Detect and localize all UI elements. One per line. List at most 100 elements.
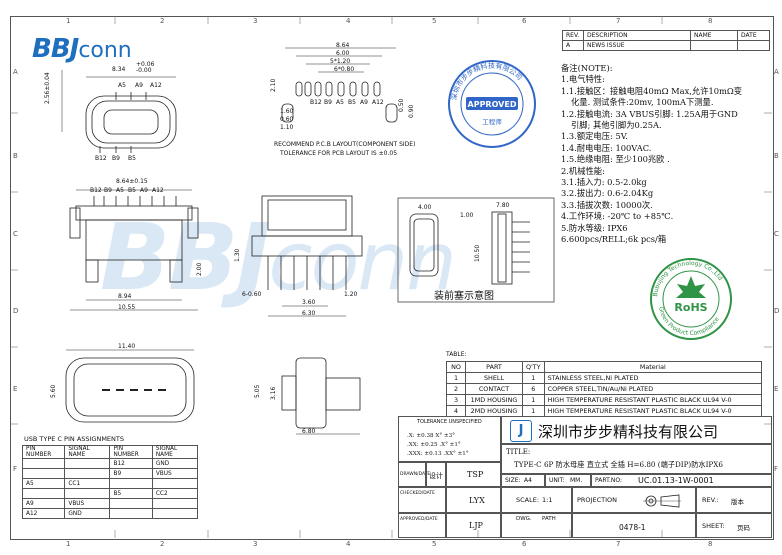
unit-value: MM. [570, 477, 583, 484]
checked-by-cell: LYX [446, 487, 501, 513]
ruler-col-6-bottom: 6 [522, 540, 527, 548]
company-name: 深圳市步步精科技有限公司 [538, 423, 719, 441]
side-dim-r: 1.20 [344, 291, 358, 298]
svg-text:RoHS: RoHS [674, 301, 707, 314]
ruler-row-b: B [13, 152, 18, 160]
ruler-col-7: 7 [616, 17, 621, 25]
ruler-col-5-bottom: 5 [432, 540, 437, 548]
ruler-row-b-right: B [774, 152, 779, 160]
pin-header: SIGNAL NAME [151, 445, 199, 459]
notes-block: 备注(NOTE): 1.电气特性: 1.1.接触区：接触电阻40mΩ Max,允… [561, 63, 766, 246]
bom-cell: 1 [446, 372, 466, 384]
bom-cell: COPPER STEEL,TIN/Au/Ni PLATED [543, 383, 763, 395]
assembly-dim: 4.00 [418, 204, 432, 211]
end-dim-w: 6.80 [302, 428, 316, 435]
dwg-value: 0478-1 [619, 523, 646, 532]
ruler-row-a-right: A [774, 68, 779, 76]
pin-label: A9 [135, 82, 143, 89]
approved-stamp: 深圳市步步精科技有限公司 APPROVED 工程师 [448, 60, 536, 148]
pcb-dim: 6*0.80 [334, 66, 355, 73]
ruler-row-d: D [13, 307, 19, 315]
svg-text:APPROVED: APPROVED [468, 100, 517, 109]
pin-cell [151, 498, 199, 509]
company-logo-icon: J [510, 420, 532, 442]
pcb-dim: 0.50 [398, 98, 405, 112]
title-cell: TITLE: TYPE-C 6P 防水母座 直立式 全插 H=6.80 (端子D… [501, 444, 772, 474]
path-label: PATH [542, 516, 556, 522]
bom-header: Q'TY [522, 361, 545, 373]
pcb-dim: 0.60 [280, 116, 294, 123]
ruler-col-8: 8 [708, 17, 713, 25]
assembly-dim: 10.50 [474, 244, 481, 262]
ruler-col-2-bottom: 2 [160, 540, 165, 548]
side-view [251, 195, 363, 317]
pin-cell [64, 458, 111, 469]
projection-label: PROJECTION [577, 496, 617, 504]
size-cell: SIZE: A4 [501, 474, 545, 487]
bom-cell: 1 [522, 372, 545, 384]
checked-by: LYX [469, 496, 485, 505]
pin-cell [21, 458, 66, 469]
pin-cell: B9 [109, 468, 153, 479]
end-dim-h2: 3.16 [270, 386, 277, 400]
sheet-cell: SHEET: 页码 [696, 513, 772, 538]
company-logo: BBJconn [32, 34, 132, 64]
bom-header: NO [446, 361, 466, 373]
ruler-col-8-bottom: 8 [708, 540, 713, 548]
note-line: 1.5.绝缘电阻: 至少100兆欧 . [561, 154, 670, 165]
drawn-by: TSP [467, 470, 484, 479]
ruler-col-4-bottom: 4 [346, 540, 351, 548]
top-dim-h: 2.56±0.04 [44, 72, 51, 104]
approved-by: LJP [469, 521, 483, 530]
size-label: SIZE: [505, 477, 521, 484]
pcb-dim: 0.90 [408, 104, 415, 118]
pin-cell [109, 478, 153, 489]
ruler-col-5: 5 [432, 17, 437, 25]
dwg-cell: DWG. PATH [501, 513, 572, 538]
side-dim-w1: 3.60 [302, 299, 316, 306]
pcb-pin: B9 [324, 99, 332, 106]
pin-label: B9 [112, 155, 120, 162]
approved-label-cell: APPROVED/DATE [398, 513, 446, 538]
pin-label: B5 [128, 155, 136, 162]
rev-cell: REV.: 版本 [696, 487, 772, 513]
bom-row: 1 SHELL 1 STAINLESS STEEL,Ni PLATED [446, 372, 763, 384]
bom-cell: CONTACT [465, 383, 523, 395]
pin-cell [109, 508, 153, 519]
ruler-col-3: 3 [253, 17, 258, 25]
pin-cell [21, 488, 66, 499]
sheet-value: 页码 [737, 524, 750, 532]
pcb-dim: 8.64 [336, 42, 350, 49]
pcb-pin: A5 [336, 99, 344, 106]
side-dim-w2: 6.30 [302, 310, 316, 317]
drawn-label: DRAWN/DATE [400, 472, 431, 477]
note-line: 1.电气特性: [561, 74, 605, 85]
bom-cell: 2MD HOUSING [465, 405, 523, 417]
pcb-pin: B12 [310, 99, 322, 106]
bom-cell: HIGH TEMPERATURE RESISTANT PLASTIC BLACK… [543, 394, 763, 406]
watermark-conn: conn [268, 215, 456, 308]
drawn-label-cell: DRAWN/DATE [398, 462, 430, 487]
front-view [69, 189, 199, 311]
bottom-dim-h: 5.60 [50, 384, 57, 398]
checked-label: CHECKED/DATE [400, 491, 435, 496]
note-line: 1.4.耐电电压: 100VAC. [561, 142, 652, 153]
sheet-label: SHEET: [702, 522, 725, 530]
notes-heading: 备注(NOTE): [561, 63, 613, 73]
bom-title: TABLE: [446, 351, 467, 358]
bom-row: 2 CONTACT 6 COPPER STEEL,TIN/Au/Ni PLATE… [446, 383, 763, 395]
size-value: A4 [524, 477, 532, 484]
pin-cell: B12 [109, 458, 153, 469]
ruler-col-3-bottom: 3 [253, 540, 258, 548]
front-pin: B5 [128, 187, 136, 194]
scale-value: 1:1 [542, 496, 553, 504]
note-line: 1.3.额定电压: 5V. [561, 131, 628, 142]
company-cell: J 深圳市步步精科技有限公司 [501, 416, 772, 444]
ruler-row-e-right: E [774, 385, 779, 393]
logo-bbj: BBJ [32, 34, 79, 64]
end-view [281, 357, 361, 435]
front-dim-h: 2.00 [196, 262, 203, 276]
